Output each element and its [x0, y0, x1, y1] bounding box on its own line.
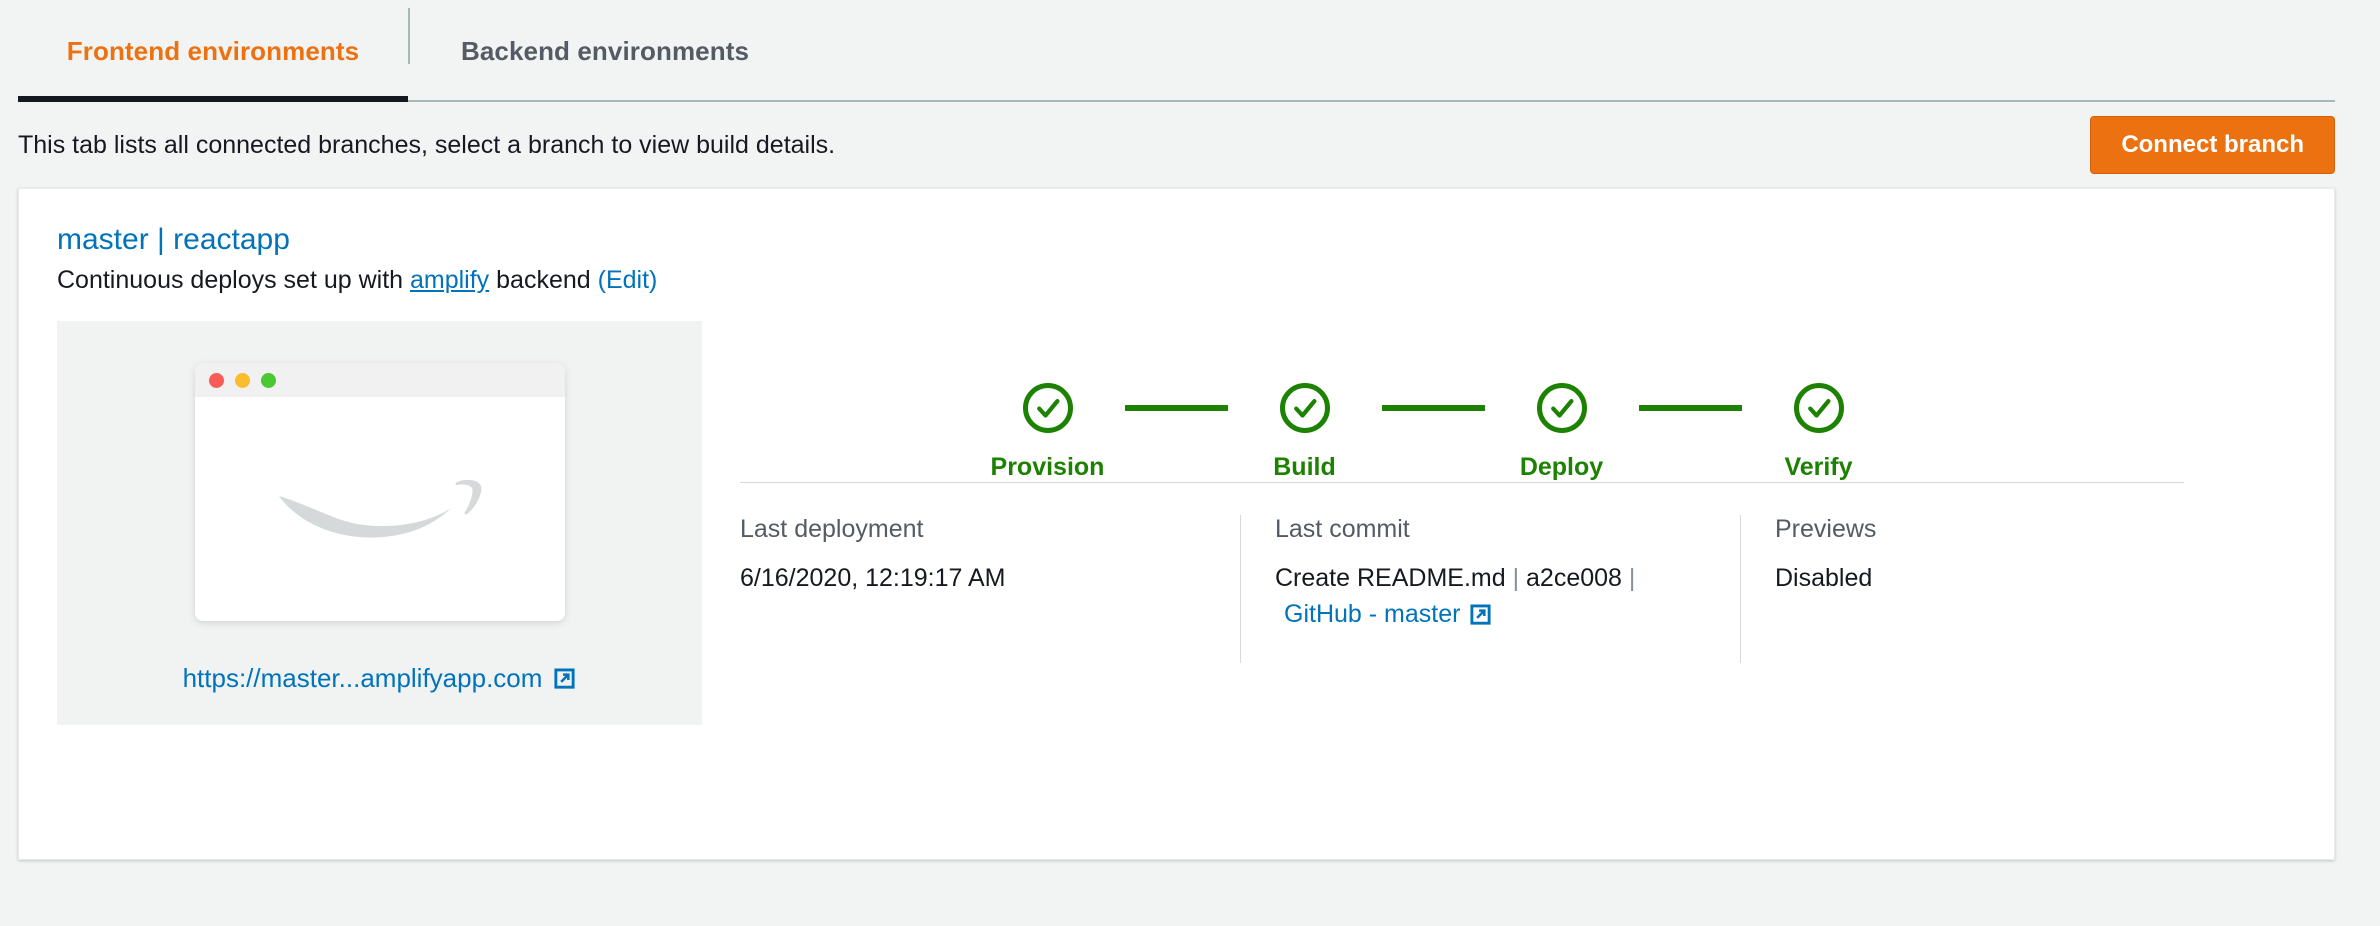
pipeline-connector: [1124, 405, 1228, 411]
external-link-icon: [554, 668, 575, 689]
tab-bar-baseline: [18, 100, 2335, 102]
app-preview-panel: https://master...amplifyapp.com: [57, 321, 702, 725]
tab-frontend-environments[interactable]: Frontend environments: [18, 0, 408, 102]
edit-backend-link[interactable]: (Edit): [597, 266, 658, 294]
branch-card: master | reactapp Continuous deploys set…: [18, 188, 2335, 860]
pipeline-step-deploy[interactable]: Deploy: [1485, 383, 1639, 482]
commit-message: Create README.md: [1275, 564, 1506, 592]
tab-backend-environments[interactable]: Backend environments: [410, 0, 800, 102]
check-icon: [1293, 399, 1316, 418]
detail-column-last-commit: Last commit Create README.md | a2ce008 |…: [1240, 515, 1740, 663]
pipeline-connector: [1381, 405, 1485, 411]
verify-status-circle: [1793, 383, 1844, 433]
check-icon: [1807, 399, 1830, 418]
build-pipeline: Provision Build: [702, 383, 2334, 482]
window-minimize-dot-icon: [234, 372, 250, 388]
pipeline-step-label: Deploy: [1519, 453, 1604, 481]
app-preview-url-text: https://master...amplifyapp.com: [182, 663, 543, 693]
browser-mockup: [194, 363, 565, 621]
pipeline-step-label: Verify: [1784, 453, 1853, 481]
tab-frontend-label: Frontend environments: [66, 35, 360, 66]
subheader: This tab lists all connected branches, s…: [0, 102, 2380, 188]
connect-branch-button[interactable]: Connect branch: [2090, 116, 2335, 174]
deploy-status-circle: [1536, 383, 1587, 433]
last-commit-value: Create README.md | a2ce008 | GitHub - ma…: [1275, 560, 1716, 633]
browser-chrome-bar: [194, 363, 565, 397]
card-body: https://master...amplifyapp.com: [19, 321, 2334, 725]
window-close-dot-icon: [208, 372, 224, 388]
tab-backend-label: Backend environments: [460, 35, 750, 66]
check-icon: [1550, 399, 1573, 418]
branch-status-pane: Provision Build: [702, 321, 2334, 725]
details-row: Last deployment 6/16/2020, 12:19:17 AM L…: [740, 515, 2184, 663]
app-preview-url-link[interactable]: https://master...amplifyapp.com: [183, 663, 577, 694]
tab-bar: Frontend environments Backend environmen…: [0, 0, 2380, 102]
pipeline-step-build[interactable]: Build: [1228, 383, 1382, 482]
pipeline-step-verify[interactable]: Verify: [1742, 383, 1896, 482]
browser-content-area: [194, 397, 565, 621]
active-tab-indicator: [18, 96, 408, 102]
previews-value: Disabled: [1775, 564, 1873, 592]
pipeline-step-label: Provision: [990, 453, 1105, 481]
branch-details: Last deployment 6/16/2020, 12:19:17 AM L…: [702, 482, 2334, 663]
github-repo-link[interactable]: GitHub - master: [1284, 596, 1492, 632]
window-maximize-dot-icon: [260, 372, 276, 388]
detail-column-last-deployment: Last deployment 6/16/2020, 12:19:17 AM: [740, 515, 1240, 663]
provision-status-circle: [1022, 383, 1073, 433]
details-divider: [740, 482, 2184, 483]
amazon-smile-logo: [278, 479, 481, 538]
branch-subtitle-suffix: backend: [496, 266, 591, 294]
pipeline-step-label: Build: [1273, 453, 1336, 481]
amplify-backend-link[interactable]: amplify: [410, 266, 490, 294]
commit-hash: a2ce008: [1526, 564, 1622, 592]
build-status-circle: [1279, 383, 1330, 433]
branch-title-link[interactable]: master | reactapp: [57, 223, 290, 256]
branch-subtitle-prefix: Continuous deploys set up with: [57, 266, 404, 294]
branch-subtitle: Continuous deploys set up with amplify b…: [57, 266, 2334, 295]
last-deployment-value: 6/16/2020, 12:19:17 AM: [740, 564, 1006, 592]
github-repo-link-text: GitHub - master: [1284, 600, 1461, 629]
pipeline-connector: [1638, 405, 1742, 411]
subheader-description: This tab lists all connected branches, s…: [18, 130, 836, 159]
detail-column-previews: Previews Disabled: [1740, 515, 2184, 663]
last-deployment-label: Last deployment: [740, 515, 924, 543]
pipeline-step-provision[interactable]: Provision: [971, 383, 1125, 482]
commit-separator: |: [1512, 564, 1520, 592]
last-commit-label: Last commit: [1275, 515, 1410, 543]
external-link-icon: [1470, 604, 1491, 625]
commit-separator: |: [1628, 564, 1636, 592]
previews-label: Previews: [1775, 515, 1877, 543]
tab-divider: [408, 8, 410, 64]
check-icon: [1036, 399, 1059, 418]
